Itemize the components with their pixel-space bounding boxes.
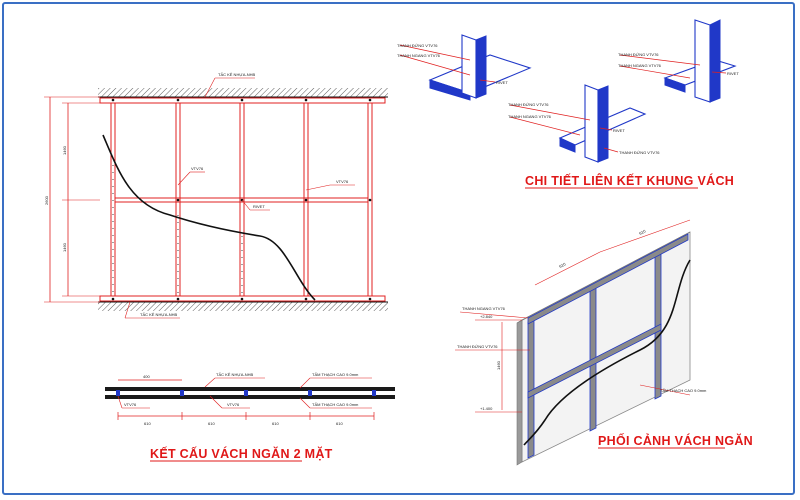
section-dimensions [117,379,375,420]
stud [303,102,309,297]
d3-rivet-label: RIVET [613,128,625,133]
perspective-title: PHỐI CẢNH VÁCH NGĂN [598,433,753,448]
stud-left-label: VTV76 [124,402,137,407]
board-bottom-label: TẤM THẠCH CAO 9.0mm [312,402,359,407]
perspective-cutaway-curve [523,259,691,446]
wall-section-plan: 400 610 610 610 610 TẤC KÊ NHỰA-NHB TẤM … [105,372,395,462]
stud [239,102,245,297]
rivet-label: RIVET [253,204,265,209]
horizontal-noggin [114,197,369,203]
elevation-labels: TẤC KÊ NHỰA-NHB VTV76 VTV76 RIVET TẤC KÊ… [124,72,355,319]
section-top-label: TẤC KÊ NHỰA-NHB [216,372,254,377]
ceiling-hatch [98,88,388,97]
d1-track-label: THANH NGANG VTV76 [397,53,441,58]
stud-label: VTV76 [191,166,204,171]
elev-top: +2.840 [480,314,493,319]
drawing-frame [2,2,795,495]
board-top-line [105,387,395,391]
persp-board-label: TẤM THẠCH CAO 9.0mm [660,388,707,393]
d3-stud-label: THANH ĐỨNG VTV76 [508,102,549,107]
connection-details: THANH ĐỨNG VTV76 THANH NGANG VTV76 RIVET… [397,19,739,189]
board-top-edge [516,231,691,324]
dim-total: 2600 [44,195,49,205]
d2-track-label: THANH NGANG VTV76 [618,63,662,68]
elevation-dimensions: 2600 1460 1460 [44,96,100,303]
dim-top: 400 [143,374,150,379]
connection-detail-3: THANH ĐỨNG VTV76 THANH NGANG VTV76 RIVET… [508,84,660,163]
elev-bottom: +1.400 [480,406,493,411]
perspective-frame [527,233,689,459]
connection-detail-2: THANH ĐỨNG VTV76 THANH NGANG VTV76 RIVET [618,19,739,103]
stud-mid-label: VTV76 [227,402,240,407]
board-cutaway-curve [102,134,316,301]
board-edge [516,319,523,466]
gypsum-board [521,231,691,463]
top-track-label: TẤC KÊ NHỰA-NHB [218,72,256,77]
connection-title: CHI TIẾT LIÊN KẾT KHUNG VÁCH [525,173,734,188]
d1-rivet-label: RIVET [496,80,508,85]
persp-dim-top1: 610 [558,261,567,269]
stud [175,102,181,297]
wall-elevation: 2600 1460 1460 TẤC KÊ NHỰA-NHB VTV76 VTV… [44,72,388,319]
stud [110,102,116,297]
d2-stud-label: THANH ĐỨNG VTV76 [618,52,659,57]
dim-2: 610 [208,421,215,426]
d3-track-label: THANH NGANG VTV76 [508,114,552,119]
dim-4: 610 [336,421,343,426]
dim-1: 610 [144,421,151,426]
board-bottom-line [105,395,395,399]
d3-stud2-label: THANH ĐỨNG VTV76 [619,150,660,155]
persp-dim-top2: 610 [638,228,647,236]
dim-3: 610 [272,421,279,426]
section-studs [116,390,376,396]
persp-dim-left: 1460 [496,360,501,370]
persp-track-label: THANH NGANG VTV76 [462,306,506,311]
floor-hatch [98,302,388,311]
wall-perspective: THANH NGANG VTV76 THANH ĐỨNG VTV76 TẤM T… [455,219,753,466]
d2-rivet-label: RIVET [727,71,739,76]
rivets [111,98,372,301]
section-title: KẾT CẤU VÁCH NGĂN 2 MẶT [150,446,333,461]
connection-detail-1: THANH ĐỨNG VTV76 THANH NGANG VTV76 RIVET [397,34,532,101]
d1-stud-label: THANH ĐỨNG VTV76 [397,43,438,48]
dim-lower: 1460 [62,242,67,252]
bottom-track-label: TẤC KÊ NHỰA-NHB [140,312,178,317]
dim-upper: 1460 [62,145,67,155]
board-top-label: TẤM THẠCH CAO 9.0mm [312,372,359,377]
persp-stud-label: THANH ĐỨNG VTV76 [457,344,498,349]
track-label: VTV76 [336,179,349,184]
